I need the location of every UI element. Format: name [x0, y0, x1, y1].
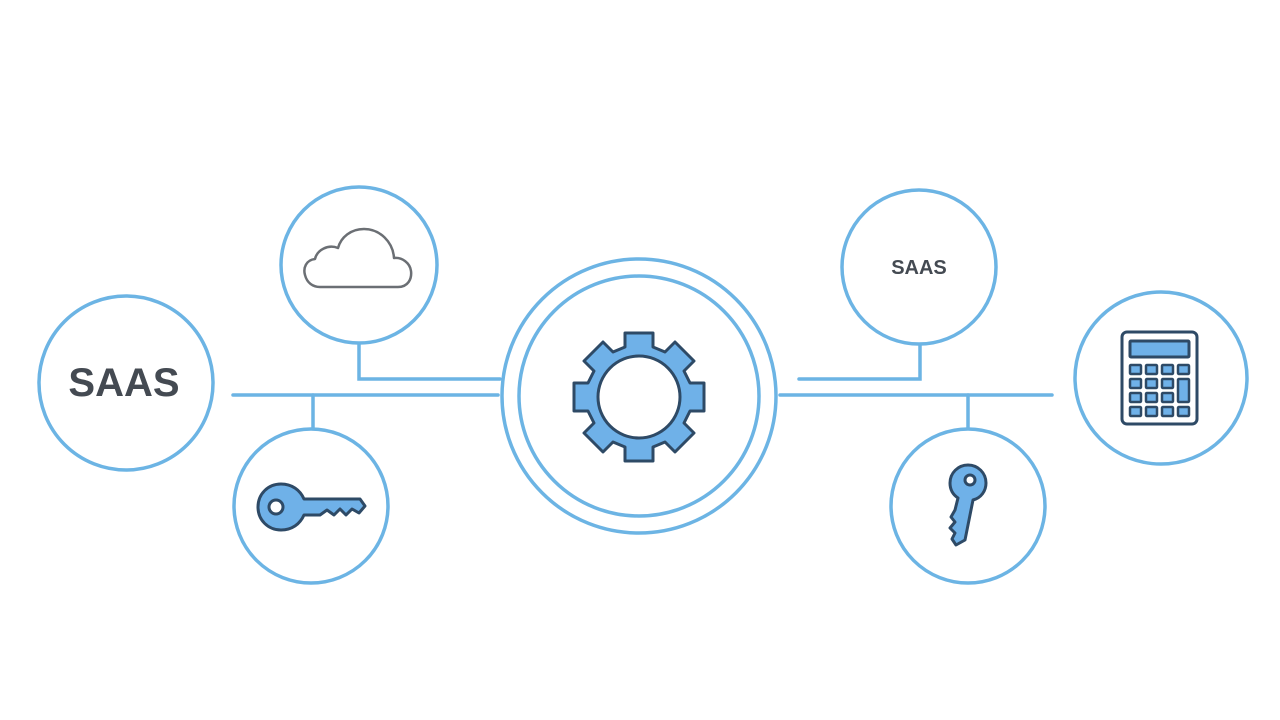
node-right-calculator: [1073, 290, 1249, 466]
connector-left-cloud: [357, 343, 502, 381]
gear-icon: [572, 331, 706, 463]
node-center-gear: [500, 257, 778, 535]
node-right-saas: SAAS: [840, 188, 998, 346]
key-icon: [948, 463, 988, 547]
node-left-saas: SAAS: [37, 294, 215, 472]
node-right-saas-ring: [840, 188, 998, 346]
node-left-saas-label: SAAS: [68, 361, 179, 405]
calculator-icon: [1120, 330, 1199, 426]
node-right-key: [889, 427, 1047, 585]
node-left-cloud-ring: [279, 185, 439, 345]
key-icon: [256, 482, 367, 532]
connector-lines: [231, 343, 1054, 430]
cloud-icon: [303, 227, 413, 289]
node-left-cloud: [279, 185, 439, 345]
node-left-key: [232, 427, 390, 585]
connector-right-saas: [797, 343, 922, 381]
node-right-saas-label: SAAS: [891, 257, 947, 279]
center-inner-ring: [517, 274, 761, 518]
node-left-saas-ring: [37, 294, 215, 472]
